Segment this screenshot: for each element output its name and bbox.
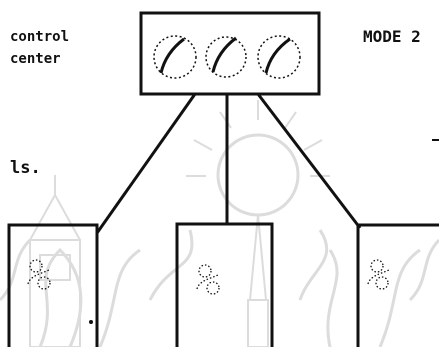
connector-right	[256, 93, 362, 229]
connector-left	[95, 93, 197, 234]
control-center-box	[139, 11, 321, 96]
terminal-box-left	[7, 223, 99, 347]
connector-lines	[95, 93, 362, 234]
terminal-node-center	[175, 222, 274, 347]
dot-marker	[89, 320, 93, 324]
background-watermark	[0, 100, 439, 347]
control-center-label-line1: control	[10, 29, 69, 45]
pen-stroke-icon	[211, 36, 237, 73]
dotted-circle-icon	[205, 36, 247, 78]
control-center-node	[139, 11, 321, 96]
pen-stroke-icon	[159, 37, 185, 74]
control-center-icons	[153, 35, 301, 79]
pen-stroke-icon	[264, 37, 291, 74]
terminal-node-left	[7, 223, 99, 347]
dotted-circle-icon	[153, 35, 197, 79]
terminal-icon-center	[196, 264, 220, 295]
control-center-label-line2: center	[10, 51, 61, 67]
terminal-icon-left	[27, 259, 51, 290]
terminal-node-right	[356, 223, 439, 347]
mode-label: MODE 2	[363, 27, 421, 46]
terminal-box-center	[175, 222, 274, 347]
terminal-box-right	[356, 223, 439, 347]
terminal-icon-right	[367, 259, 390, 290]
dotted-circle-icon	[257, 35, 301, 79]
left-text-fragment: ls.	[10, 158, 41, 178]
